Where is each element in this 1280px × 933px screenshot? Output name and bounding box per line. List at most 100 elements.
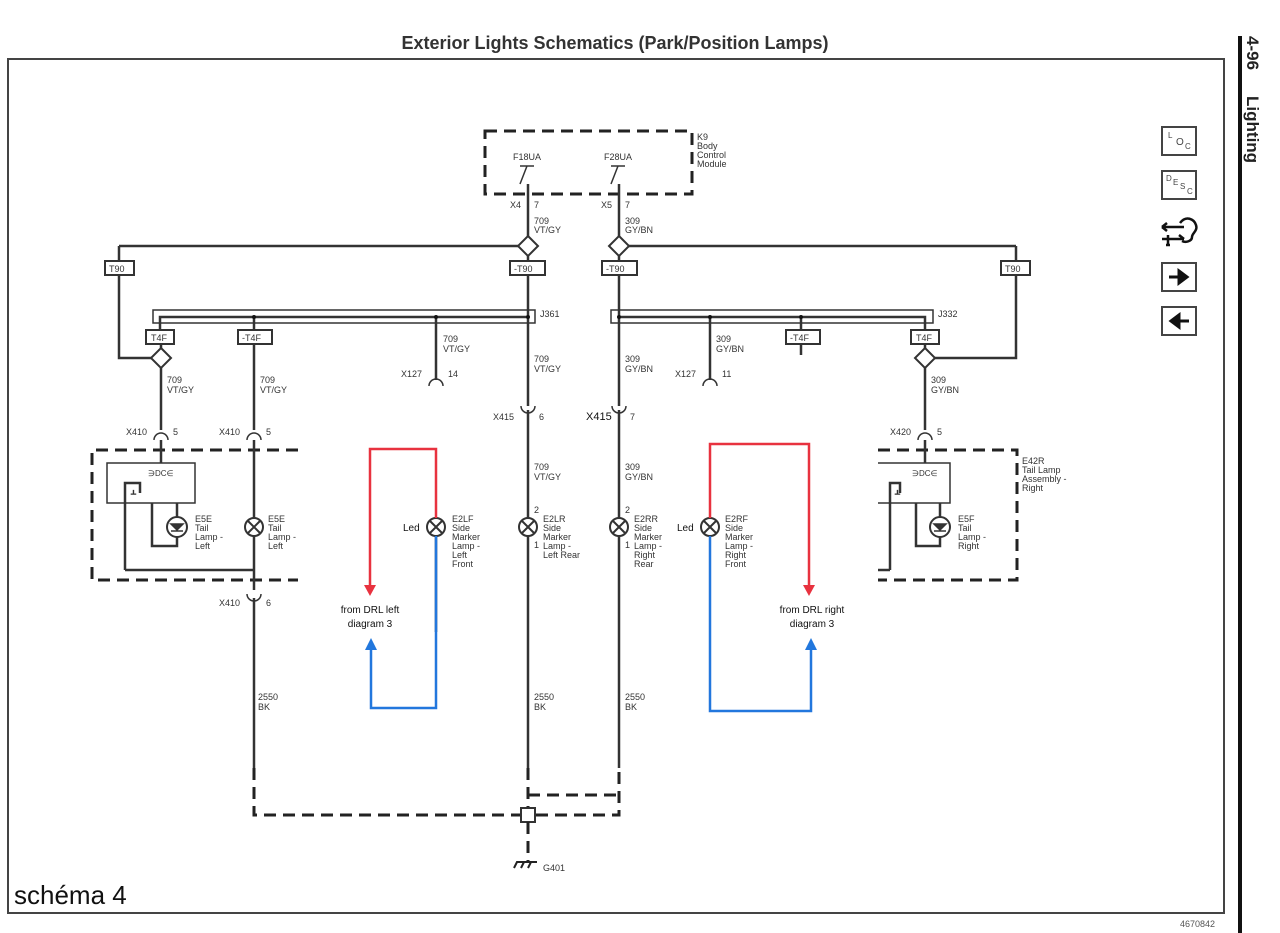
splice-diamond-right — [913, 346, 937, 370]
loc-icon-c: C — [1185, 142, 1191, 151]
e42r-label: Assembly - — [1022, 474, 1067, 484]
splice-diamond-left — [149, 346, 173, 370]
e2rr-label: Right — [634, 550, 656, 560]
wire-label: 309 — [625, 354, 640, 364]
e42r-label: E42R — [1022, 456, 1045, 466]
diagnostic-connector-icon[interactable] — [1158, 213, 1202, 253]
blue-arrow-up-right-icon — [805, 638, 817, 650]
e5e-bulb-label: Tail — [268, 523, 282, 533]
location-button[interactable]: L O C — [1161, 126, 1197, 156]
e2rf-lamp-icon — [700, 517, 720, 537]
e2lf-label: Front — [452, 559, 474, 569]
red-drl-left-line — [368, 447, 438, 588]
left-tail-lamp-assembly-outline — [90, 448, 298, 582]
option-t4f-left-label: T4F — [151, 333, 168, 343]
e2lf-lamp-icon — [426, 517, 446, 537]
e42r-label: Right — [1022, 483, 1044, 493]
x127-right-pin: 11 — [722, 369, 731, 379]
x127-left-pin: 14 — [448, 369, 458, 379]
e2lr-label: Lamp - — [543, 541, 571, 551]
fuse-f18ua-label: F18UA — [513, 152, 541, 162]
x410a-pin: 5 — [173, 427, 178, 437]
desc-icon-d: D — [1166, 174, 1172, 183]
wire-label: BK — [625, 702, 637, 712]
red-arrow-down-left-icon — [364, 585, 376, 596]
drl-left-annotation-2: diagram 3 — [348, 619, 393, 630]
wire-label: 709 — [260, 375, 275, 385]
x5-connector: X5 — [601, 200, 612, 210]
desc-icon-e: E — [1173, 178, 1179, 187]
option-t90-right-label: T90 — [1005, 264, 1021, 274]
wire-label: 309 — [625, 462, 640, 472]
x410b-name: X410 — [219, 427, 240, 437]
wire-t90-drops — [117, 246, 1018, 261]
x410a-name: X410 — [126, 427, 147, 437]
wire-e5e-ground — [125, 536, 256, 590]
wire-t90-right-path — [935, 275, 1018, 360]
e2lr-label: E2LR — [543, 514, 566, 524]
splice-pack-j361 — [152, 309, 536, 324]
e2rr-label: E2RR — [634, 514, 659, 524]
x410c-pin: 6 — [266, 598, 271, 608]
fuse-f28ua-label: F28UA — [604, 152, 632, 162]
ground-g401-icon — [513, 861, 537, 869]
x410b-pin: 5 — [266, 427, 271, 437]
led-right-annotation: Led — [677, 523, 694, 534]
e5e-led-label: Left — [195, 541, 211, 551]
e5f-led-module — [878, 462, 951, 504]
led-diode-glyph — [169, 523, 185, 532]
e5e-led-label: Lamp - — [195, 532, 223, 542]
e2rr-lamp-icon — [609, 517, 629, 537]
x127-right-name: X127 — [675, 369, 696, 379]
x127r-wire-color: GY/BN — [716, 344, 744, 354]
wire-label: GY/BN — [625, 364, 653, 374]
loc-icon-l: L — [1168, 131, 1173, 140]
wires-x415-to-lamps — [526, 396, 621, 518]
lamp-symbol: ∋DC∈ — [148, 469, 174, 478]
x410c-name: X410 — [219, 598, 240, 608]
splice-dot — [252, 315, 256, 319]
e5f-label: Right — [958, 541, 980, 551]
figure-id: 4670842 — [1180, 919, 1216, 929]
e2rf-label: E2RF — [725, 514, 749, 524]
wire-label: VT/GY — [167, 385, 194, 395]
x127l-wire-circuit: 709 — [443, 334, 458, 344]
j361-taps — [252, 317, 438, 380]
wire-label: GY/BN — [625, 472, 653, 482]
red-arrow-down-right-icon — [803, 585, 815, 596]
lamp-symbol: ∋DC∈ — [912, 469, 938, 478]
x420-connector — [917, 432, 933, 441]
splice-j361-label: J361 — [540, 309, 560, 319]
diagram-frame — [7, 58, 1225, 914]
j332-taps — [708, 317, 803, 380]
description-button[interactable]: D E S C — [1161, 170, 1197, 200]
wire-label: 2550 — [534, 692, 554, 702]
e2lf-label: Marker — [452, 532, 480, 542]
option-not-t4f-left-label: -T4F — [242, 333, 262, 343]
pin-label: 1 — [625, 540, 630, 550]
page-number: 4-96 — [1243, 36, 1262, 71]
previous-page-button[interactable] — [1161, 306, 1197, 336]
led-diode-glyph — [932, 523, 948, 532]
section-name: Lighting — [1243, 96, 1262, 164]
e2rr-label: Lamp - — [634, 541, 662, 551]
e2rf-label: Lamp - — [725, 541, 753, 551]
x4-connector: X4 — [510, 200, 521, 210]
e5f-label: Tail — [958, 523, 972, 533]
blue-drl-right-line — [708, 536, 813, 713]
e2rf-label: Front — [725, 559, 747, 569]
splice-pack-j332 — [610, 309, 934, 324]
e2rf-label: Right — [725, 550, 747, 560]
option-not-t4f-right — [785, 329, 821, 345]
wire-709-label: 709 — [534, 216, 549, 226]
arrow-right-icon — [1169, 268, 1190, 286]
blue-drl-left-line — [369, 536, 438, 710]
bcm-module-name-1: Body — [697, 141, 718, 151]
e5f-label: E5F — [958, 514, 975, 524]
bcm-module-name-2: Control — [697, 150, 726, 160]
next-page-button[interactable] — [1161, 262, 1197, 292]
ground-bus-right — [536, 768, 621, 817]
e2rf-label: Marker — [725, 532, 753, 542]
fuse-f28ua-switch — [610, 165, 625, 185]
x420-name: X420 — [890, 427, 911, 437]
